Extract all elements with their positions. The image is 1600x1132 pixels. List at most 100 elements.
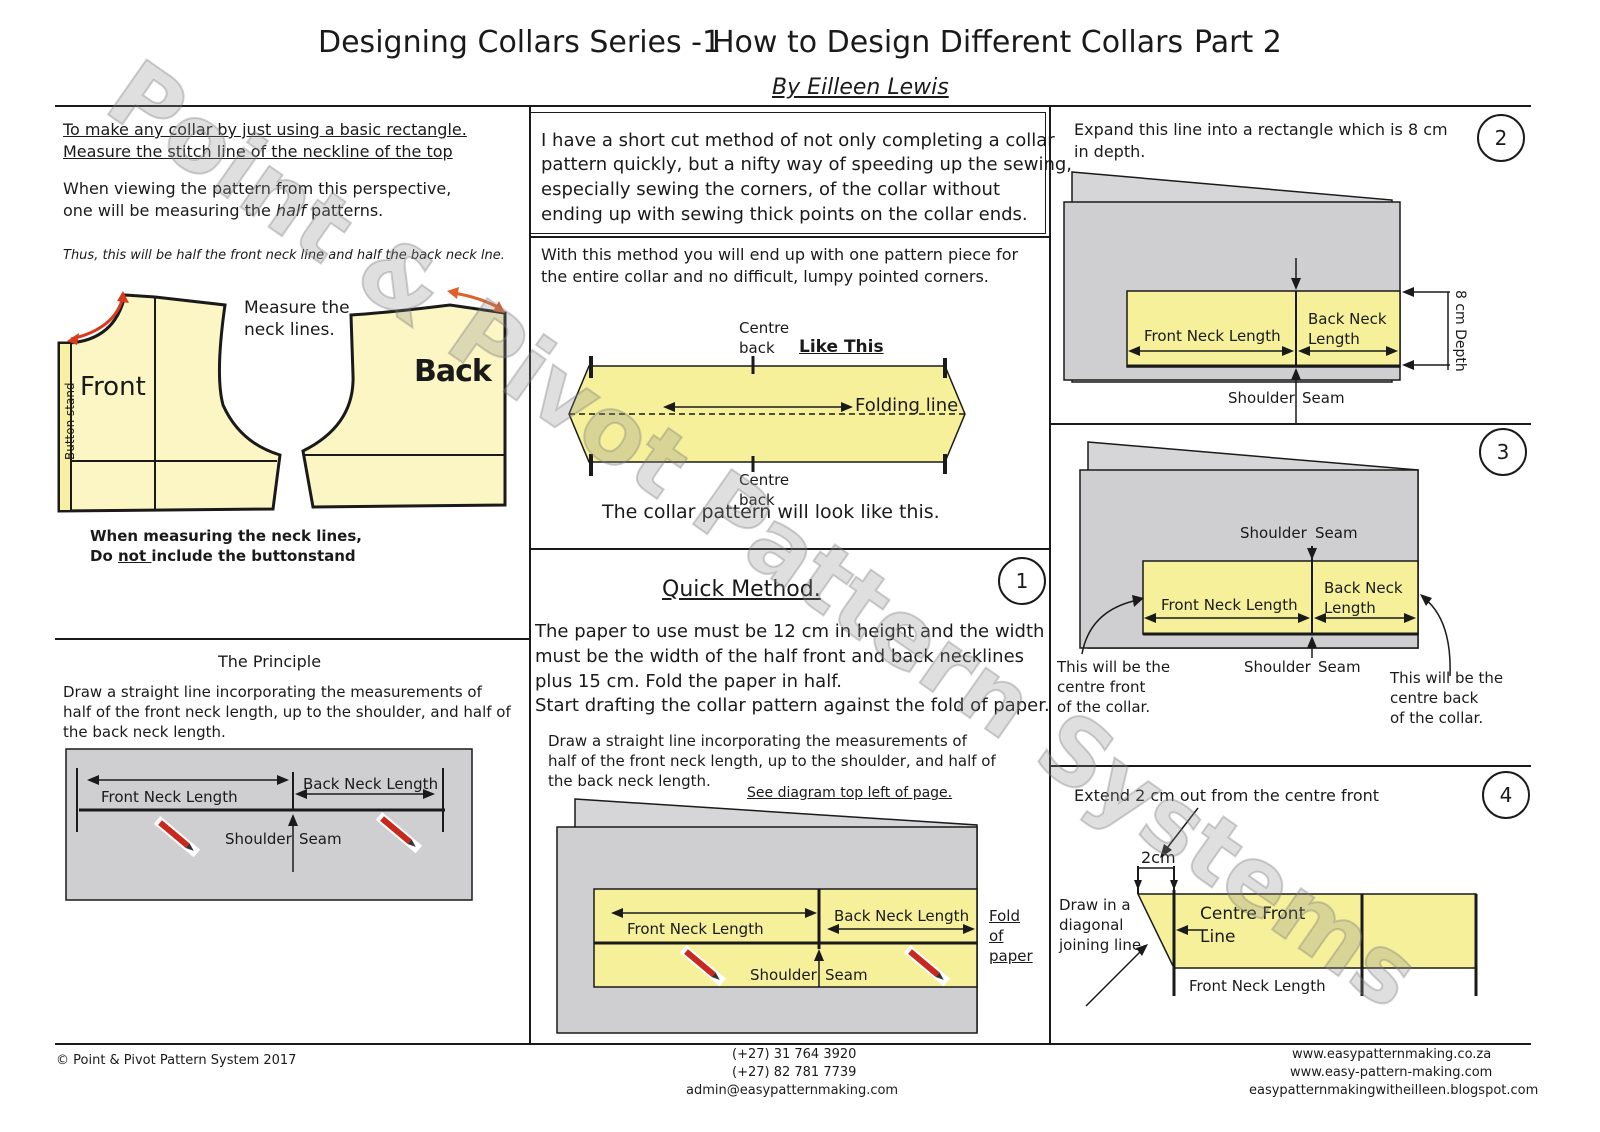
left-thus: Thus, this will be half the front neck l…: [63, 248, 505, 263]
step2-back-neck-1: Back Neck: [1308, 310, 1387, 328]
step-4-badge: 4: [1482, 771, 1530, 819]
intro-4: ending up with sewing thick points on th…: [541, 204, 1028, 225]
left-para-2a: one will be measuring the: [63, 201, 276, 220]
left-para-2: one will be measuring the half patterns.: [63, 200, 383, 221]
left-heading-1: To make any collar by just using a basic…: [63, 120, 467, 139]
collar-pattern-diagram: [568, 356, 966, 476]
footer-email: admin@easypatternmaking.com: [686, 1083, 899, 1098]
measure-label-2: neck lines.: [244, 320, 335, 340]
title-part: Part 2: [1194, 25, 1282, 60]
quick-para-3: plus 15 cm. Fold the paper in half.: [535, 671, 842, 692]
step3-cf-1: This will be the: [1057, 658, 1171, 676]
collar-rectangle: [593, 888, 978, 988]
intro-3: especially sewing the corners, of the co…: [541, 179, 1001, 200]
step2-seam: Seam: [1302, 389, 1345, 407]
intro-1: I have a short cut method of not only co…: [541, 130, 1055, 151]
left-row-divider: [55, 638, 529, 640]
quick-para-1: The paper to use must be 12 cm in height…: [535, 621, 1045, 642]
principle-para-2: half of the front neck length, up to the…: [63, 703, 511, 721]
step-3-badge: 3: [1479, 428, 1527, 476]
step-1-badge: 1: [998, 557, 1046, 605]
step4-collar-shape: [1136, 893, 1477, 969]
principle-para-3: the back neck length.: [63, 723, 226, 741]
right-row-divider-1: [1050, 423, 1531, 425]
quick-back-neck: Back Neck Length: [834, 907, 970, 925]
step4-diag-3: joining line.: [1059, 936, 1146, 954]
quick-shoulder: Shoulder: [750, 966, 817, 984]
step4-diag-1: Draw in a: [1059, 896, 1131, 914]
footer-copyright: © Point & Pivot Pattern System 2017: [56, 1053, 297, 1068]
quick-sub-2: half of the front neck length, up to the…: [548, 752, 996, 770]
pencil-icon: [153, 816, 201, 858]
step2-diagram: [1063, 171, 1450, 424]
see-diagram-link: See diagram top left of page.: [747, 785, 953, 801]
footer-phone-2: (+27) 82 781 7739: [732, 1065, 857, 1080]
footer-web-1: www.easypatternmaking.co.za: [1292, 1047, 1492, 1062]
button-stand: [58, 342, 72, 512]
step4-diagram: [1085, 807, 1478, 1007]
quick-seam: Seam: [825, 966, 868, 984]
quick-front-neck: Front Neck Length: [627, 920, 764, 938]
step3-cb-3: of the collar.: [1390, 709, 1484, 727]
step4-front-neck: Front Neck Length: [1189, 977, 1326, 995]
step3-front-neck: Front Neck Length: [1161, 596, 1298, 614]
folding-line: Folding line: [855, 395, 959, 416]
pencil-icon-2: [375, 812, 423, 854]
intro-2: pattern quickly, but a nifty way of spee…: [541, 154, 1073, 175]
title-series: Designing Collars Series -1: [318, 25, 722, 60]
step3-cb-1: This will be the: [1390, 669, 1504, 687]
front-label: Front: [80, 372, 146, 402]
column-divider-1: [529, 106, 531, 1044]
left-para-1: When viewing the pattern from this persp…: [63, 179, 452, 198]
collar-caption: The collar pattern will look like this.: [602, 501, 940, 523]
warn-2a: Do: [90, 547, 118, 565]
principle-shoulder: Shoulder: [225, 830, 292, 848]
fold-label-3: paper: [989, 947, 1033, 965]
step2-back-neck-2: Length: [1308, 330, 1360, 348]
title-main: How to Design Different Collars: [712, 25, 1184, 60]
warn-2b: not: [117, 547, 152, 565]
step4-extend: Extend 2 cm out from the centre front: [1074, 786, 1380, 805]
step3-diagram: [1079, 441, 1451, 677]
footer-web-2: www.easy-pattern-making.com: [1290, 1065, 1493, 1080]
measure-label-1: Measure the: [244, 298, 350, 318]
step2-text-1: Expand this line into a rectangle which …: [1074, 120, 1448, 139]
step3-seam-bottom: Seam: [1318, 658, 1361, 676]
principle-seam: Seam: [299, 830, 342, 848]
back-bodice: [301, 303, 507, 509]
quick-para-2: must be the width of the half front and …: [535, 646, 1025, 667]
quick-sub-3: the back neck length.: [548, 772, 711, 790]
step2-shoulder: Shoulder: [1228, 389, 1295, 407]
middle-top-divider: [530, 236, 1049, 238]
left-heading-2: Measure the stitch line of the neckline …: [63, 142, 453, 161]
quick-sub-1: Draw a straight line incorporating the m…: [548, 732, 967, 750]
centre-back-bottom-1: Centre: [739, 471, 790, 489]
intro-box: [530, 112, 1046, 234]
step3-back-neck-2: Length: [1324, 599, 1376, 617]
footer-phone-1: (+27) 31 764 3920: [732, 1047, 857, 1062]
step4-2cm: 2cm: [1141, 848, 1176, 867]
method-2: the entire collar and no difficult, lump…: [541, 267, 989, 286]
footer-divider: [55, 1043, 1531, 1045]
step2-rectangle: [1126, 290, 1401, 368]
like-this: Like This: [799, 337, 884, 357]
fold-paper-diagram: [556, 798, 978, 1034]
left-para-2c: patterns.: [305, 201, 384, 220]
back-label: Back: [414, 354, 492, 389]
step3-shoulder-top: Shoulder: [1240, 524, 1307, 542]
front-bodice: [57, 293, 282, 513]
principle-diagram: [65, 748, 473, 901]
step3-seam-top: Seam: [1315, 524, 1358, 542]
quick-method-title: Quick Method.: [662, 577, 821, 602]
step4-cf-line-2: Line: [1200, 927, 1236, 947]
centre-back-top-2: back: [739, 339, 775, 357]
step-2-badge: 2: [1477, 114, 1525, 162]
front-neck-arrow: [70, 296, 125, 341]
method-1: With this method you will end up with on…: [541, 245, 1019, 264]
right-row-divider-2: [1050, 765, 1531, 767]
pencil-icon-3: [679, 945, 727, 987]
step2-depth: 8 cm Depth: [1452, 290, 1468, 372]
middle-row-divider: [530, 548, 1049, 550]
author: By Eilleen Lewis: [772, 75, 949, 100]
principle-back-neck: Back Neck Length: [303, 775, 439, 793]
